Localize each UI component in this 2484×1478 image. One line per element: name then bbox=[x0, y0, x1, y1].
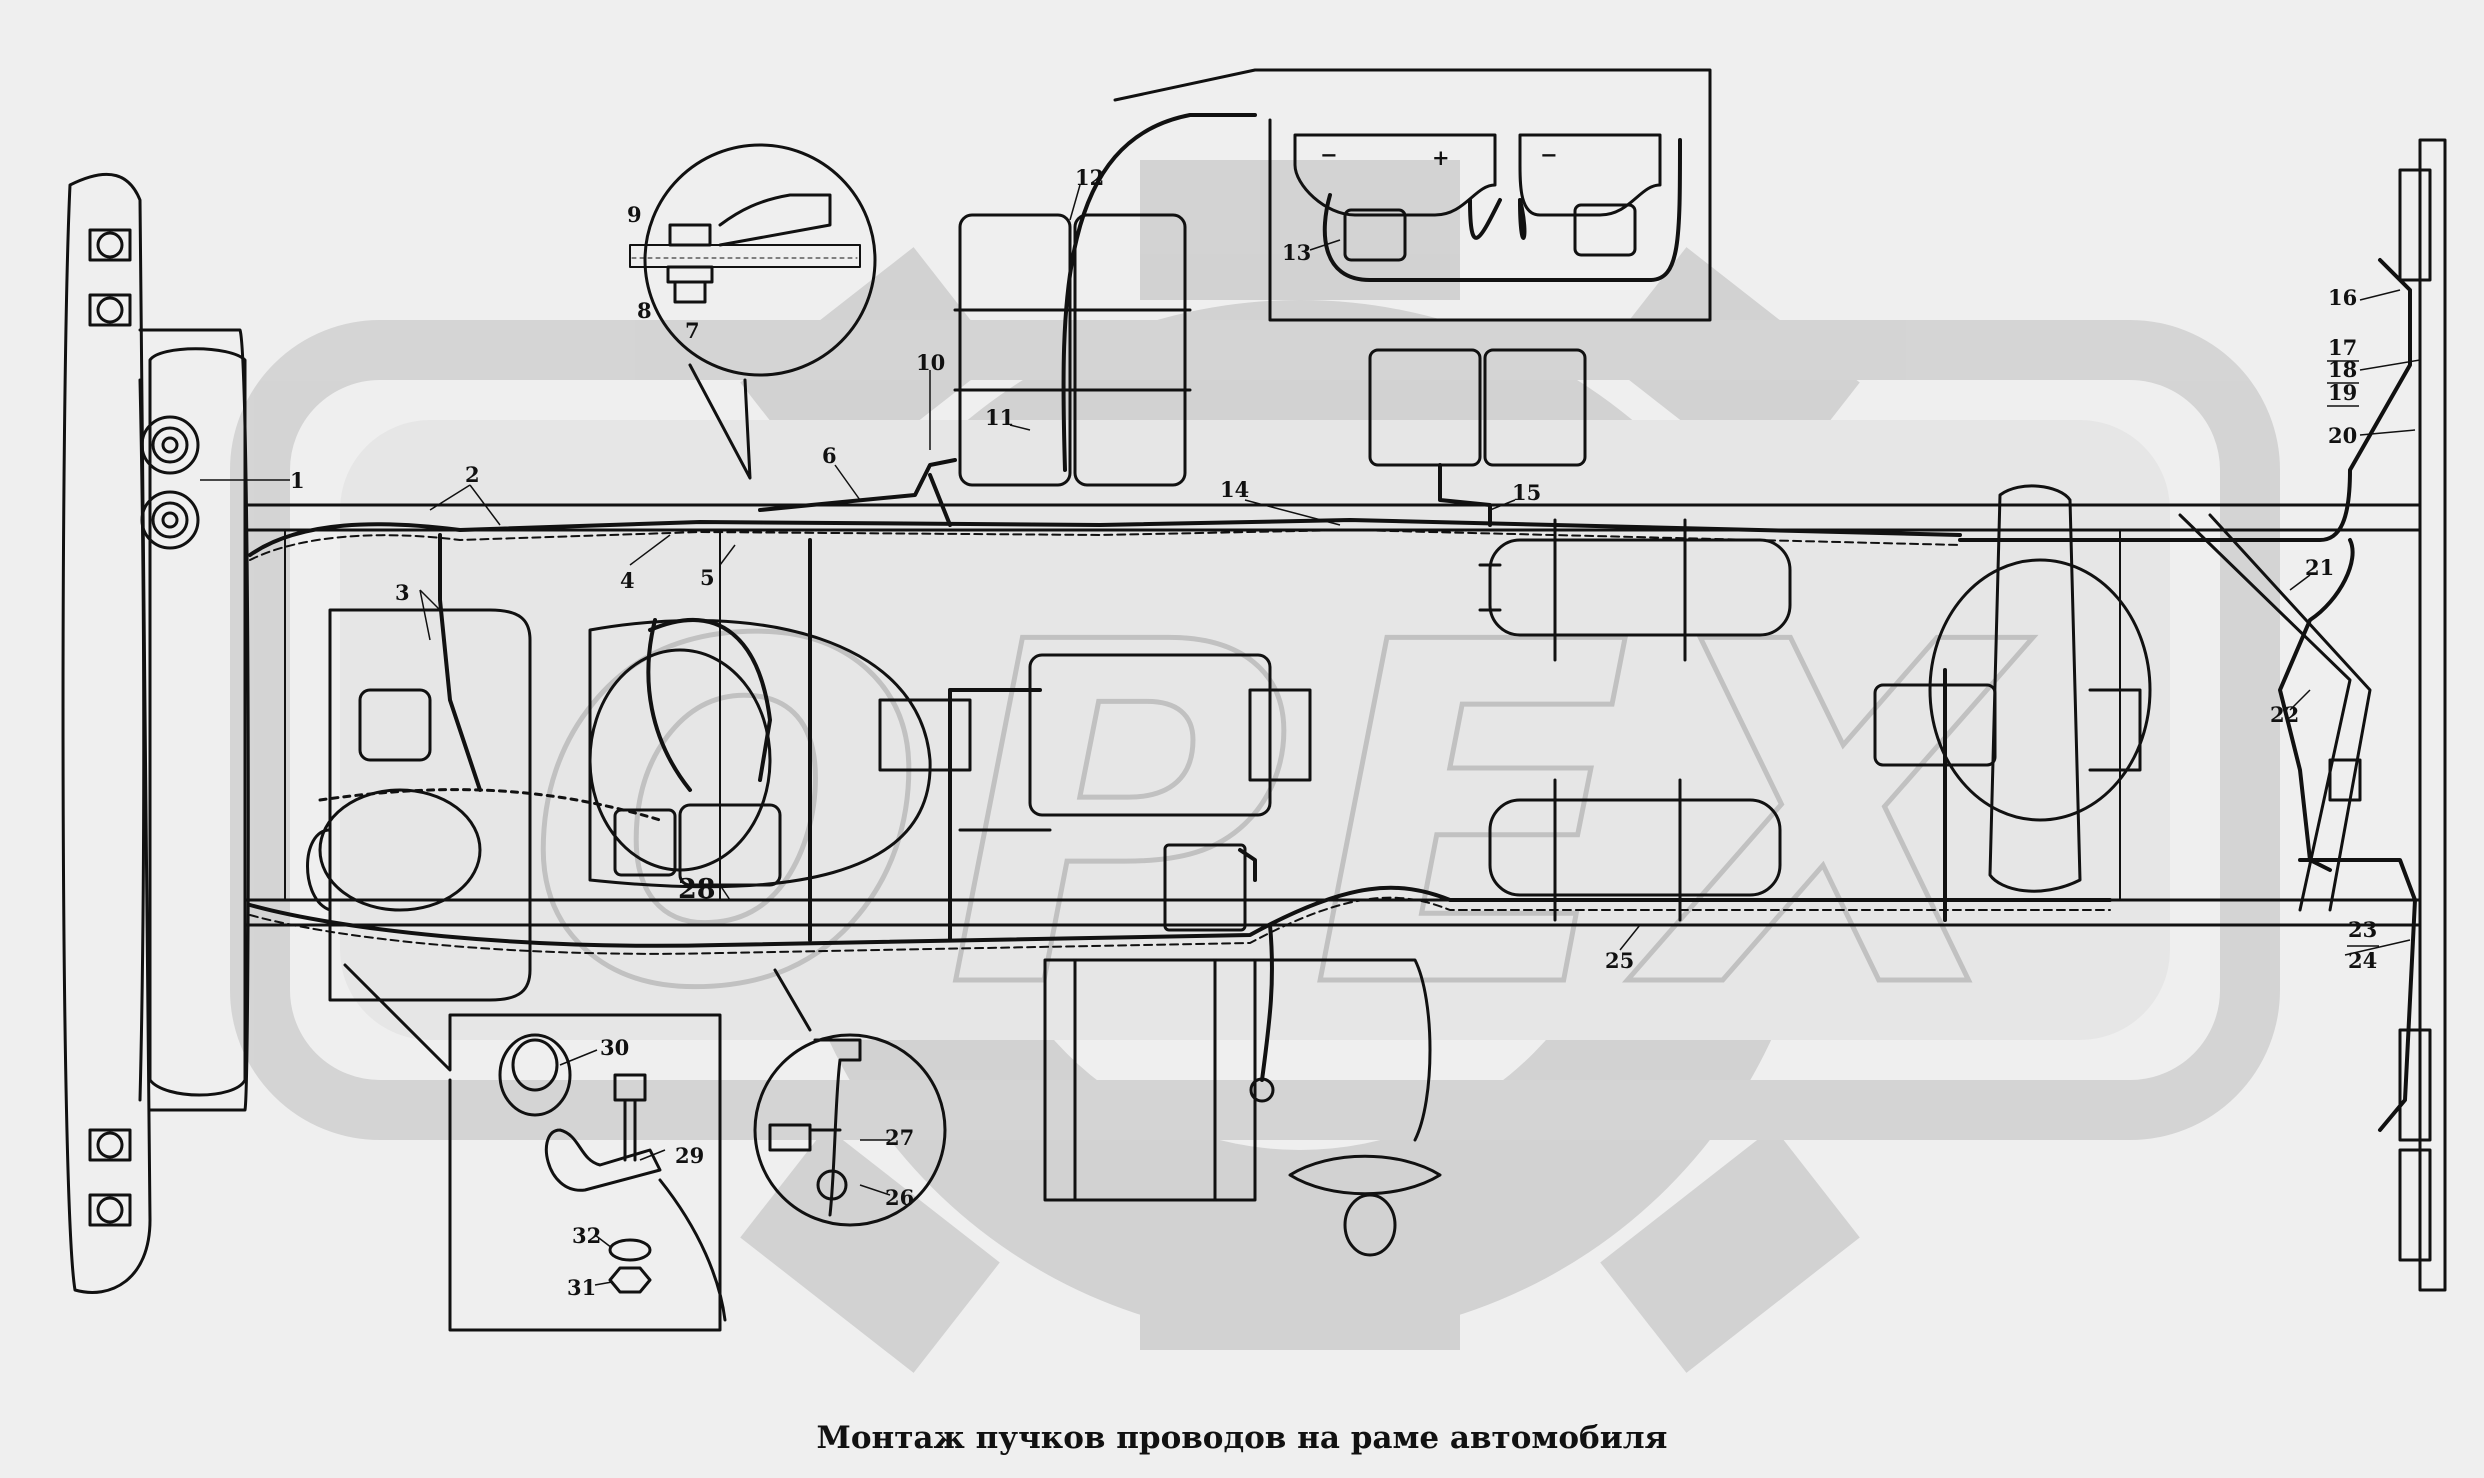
wire-harness bbox=[248, 113, 2417, 1132]
watermark-text: OPEX bbox=[526, 544, 2033, 1091]
radiator bbox=[148, 347, 247, 1097]
callout-24: 24 bbox=[2348, 948, 2377, 973]
callout-26: 26 bbox=[885, 1185, 914, 1210]
callout-9: 9 bbox=[627, 202, 642, 227]
callout-25: 25 bbox=[1605, 948, 1634, 973]
callout-labels: 1 2 3 4 5 6 7 8 9 10 11 12 13 14 15 16 1… bbox=[290, 165, 2377, 1300]
callout-28: 28 bbox=[678, 874, 716, 905]
callout-19: 19 bbox=[2328, 380, 2357, 405]
front-bumper bbox=[61, 172, 250, 1294]
callout-1: 1 bbox=[290, 468, 305, 493]
horns bbox=[140, 415, 200, 550]
callout-11: 11 bbox=[985, 405, 1014, 430]
fuel-tank bbox=[1043, 958, 1432, 1202]
callout-16: 16 bbox=[2328, 285, 2357, 310]
rear-crossmember bbox=[2398, 138, 2447, 1292]
callout-23: 23 bbox=[2348, 917, 2377, 942]
callout-2: 2 bbox=[465, 462, 480, 487]
battery-minus-left: − bbox=[1320, 142, 1338, 167]
fraction-bars bbox=[2327, 360, 2379, 947]
spare-blocks bbox=[1368, 348, 1587, 467]
battery-plus: + bbox=[1432, 145, 1450, 170]
callout-21: 21 bbox=[2305, 555, 2334, 580]
front-lamps bbox=[88, 228, 132, 1227]
batteries bbox=[953, 213, 1192, 487]
lower-air-tank bbox=[1488, 778, 1782, 922]
callout-27: 27 bbox=[885, 1125, 914, 1150]
callout-6: 6 bbox=[822, 443, 837, 468]
callout-32: 32 bbox=[572, 1223, 601, 1248]
callout-10: 10 bbox=[916, 350, 945, 375]
callout-31: 31 bbox=[567, 1275, 596, 1300]
callout-22: 22 bbox=[2270, 702, 2299, 727]
watermark-band-inner bbox=[340, 420, 2170, 1040]
callout-5: 5 bbox=[700, 565, 715, 590]
detail-circle-bolt-frame bbox=[629, 143, 877, 480]
callout-15: 15 bbox=[1512, 480, 1541, 505]
line-art: − + − bbox=[61, 68, 2447, 1332]
diagram-caption: Монтаж пучков проводов на раме автомобил… bbox=[816, 1420, 1668, 1456]
callout-17: 17 bbox=[2328, 335, 2357, 360]
transfer-case bbox=[878, 653, 1312, 832]
detail-circle-clamp bbox=[753, 968, 947, 1227]
engine bbox=[306, 608, 532, 1002]
leader-lines bbox=[200, 184, 2421, 1286]
callout-30: 30 bbox=[600, 1035, 629, 1060]
detail-battery-wiring bbox=[1113, 68, 1712, 322]
callout-12: 12 bbox=[1075, 165, 1104, 190]
starter bbox=[613, 803, 782, 887]
callout-13: 13 bbox=[1282, 240, 1311, 265]
callout-4: 4 bbox=[620, 568, 635, 593]
callout-7: 7 bbox=[685, 318, 700, 343]
spare-wheel bbox=[1288, 1154, 1442, 1257]
callout-14: 14 bbox=[1220, 477, 1249, 502]
detail-clamp-parts bbox=[343, 963, 727, 1332]
callout-20: 20 bbox=[2328, 423, 2357, 448]
rear-diagonal bbox=[2178, 513, 2372, 912]
battery-minus-right: − bbox=[1540, 142, 1558, 167]
callout-8: 8 bbox=[637, 298, 652, 323]
lamp-socket bbox=[1249, 1077, 1275, 1103]
callout-29: 29 bbox=[675, 1143, 704, 1168]
rear-axle bbox=[1873, 484, 2152, 893]
upper-air-tank bbox=[1478, 518, 1792, 662]
control-box bbox=[1163, 843, 1247, 932]
callout-3: 3 bbox=[395, 580, 410, 605]
